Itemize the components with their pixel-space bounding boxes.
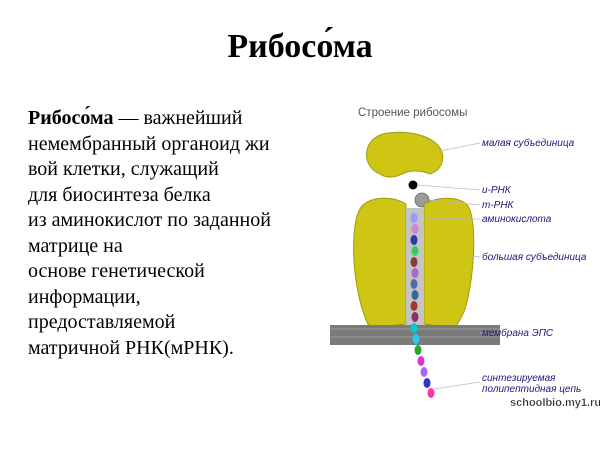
definition-line: вой клетки, служащий bbox=[28, 158, 219, 180]
definition-line: матричной РНК(мРНК). bbox=[28, 336, 234, 359]
definition-line: из аминокислот по заданной bbox=[28, 209, 271, 231]
definition-first-line: Рибосо́ма — важнейший bbox=[28, 106, 328, 132]
definition-line: основе генетической bbox=[28, 260, 205, 282]
ribosome-channel bbox=[406, 208, 424, 326]
label-large-subunit: большая субъединица bbox=[482, 251, 587, 263]
label-chain-line1: синтезируемая bbox=[482, 373, 556, 384]
label-amino-acid: аминокислота bbox=[482, 214, 552, 225]
ribosome-diagram: Строение рибосомы bbox=[330, 107, 600, 409]
definition-line: матрице на bbox=[28, 234, 123, 257]
definition-line: немембранный органоид жи bbox=[28, 132, 270, 155]
label-i-rna: и-РНК bbox=[482, 185, 512, 196]
label-small-subunit: малая субъединица bbox=[482, 137, 575, 149]
small-subunit-shape bbox=[366, 131, 444, 178]
label-chain-line2: полипептидная цепь bbox=[482, 384, 581, 395]
definition-text: Рибосо́ма — важнейший немембранный орган… bbox=[28, 106, 328, 361]
label-t-rna: т-РНК bbox=[482, 200, 515, 211]
page-title: Рибосо́ма bbox=[227, 28, 373, 65]
label-er-membrane: мембрана ЭПС bbox=[482, 327, 554, 339]
mrna-dot bbox=[408, 180, 418, 190]
definition-first-line-rest: — важнейший bbox=[113, 107, 243, 129]
polypeptide-chain bbox=[410, 213, 435, 398]
definition-term: Рибосо́ма bbox=[28, 107, 114, 129]
definition-line: предоставляемой bbox=[28, 311, 176, 333]
definition-line: информации, bbox=[28, 285, 141, 308]
diagram-title: Строение рибосомы bbox=[358, 107, 467, 119]
definition-line: для биосинтеза белка bbox=[28, 183, 211, 206]
watermark: schoolbio.my1.ru bbox=[510, 397, 600, 409]
label-leader-lines bbox=[416, 142, 500, 390]
